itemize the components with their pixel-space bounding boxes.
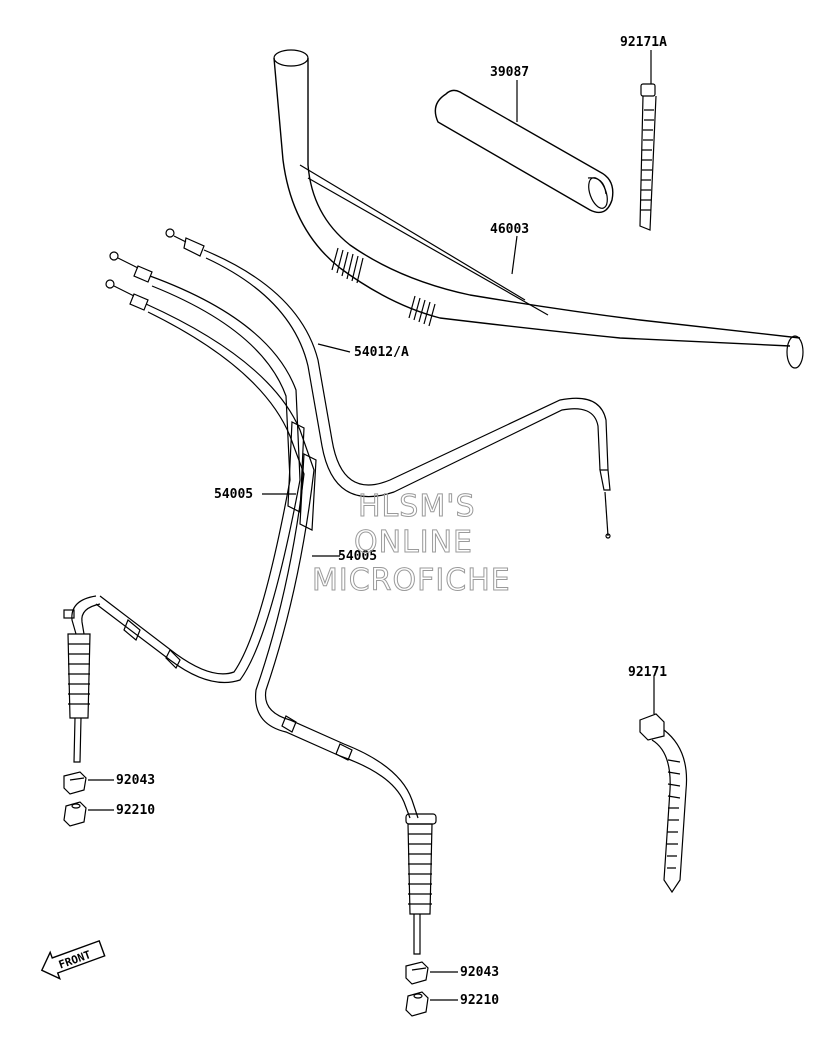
cap-92210-right — [405, 991, 429, 1017]
cap-92210-left — [63, 801, 87, 827]
label-54005-upper: 54005 — [214, 487, 253, 502]
label-92171: 92171 — [628, 665, 667, 680]
knurl-right — [408, 295, 436, 327]
label-92210-right: 92210 — [460, 993, 499, 1008]
watermark: HLSM'S ONLINE MICROFICHE — [312, 489, 511, 599]
label-46003: 46003 — [490, 222, 529, 237]
handlebar — [273, 49, 804, 369]
nut-92043-left — [63, 771, 87, 795]
watermark-line2: ONLINE — [354, 525, 473, 560]
label-92043-left: 92043 — [116, 773, 155, 788]
leader-lines — [88, 50, 655, 1001]
watermark-line3: MICROFICHE — [312, 563, 511, 598]
throttle-cable — [165, 228, 611, 539]
label-92043-right: 92043 — [460, 965, 499, 980]
cable-tie-92171a — [639, 83, 657, 231]
watermark-line1: HLSM'S — [358, 489, 476, 524]
clutch-cable-left — [63, 251, 301, 763]
knurl-left — [331, 247, 364, 284]
cable-tie-92171 — [639, 713, 688, 894]
front-arrow: FRONT — [40, 939, 106, 980]
nut-92043-right — [405, 961, 429, 985]
label-54005-lower: 54005 — [338, 549, 377, 564]
label-39087: 39087 — [490, 65, 529, 80]
handlebar-pad — [434, 89, 614, 214]
brake-cable-right — [105, 279, 437, 955]
label-54012a: 54012/A — [354, 345, 409, 360]
label-92171a: 92171A — [620, 35, 667, 50]
front-arrow-label: FRONT — [57, 948, 93, 972]
label-92210-left: 92210 — [116, 803, 155, 818]
